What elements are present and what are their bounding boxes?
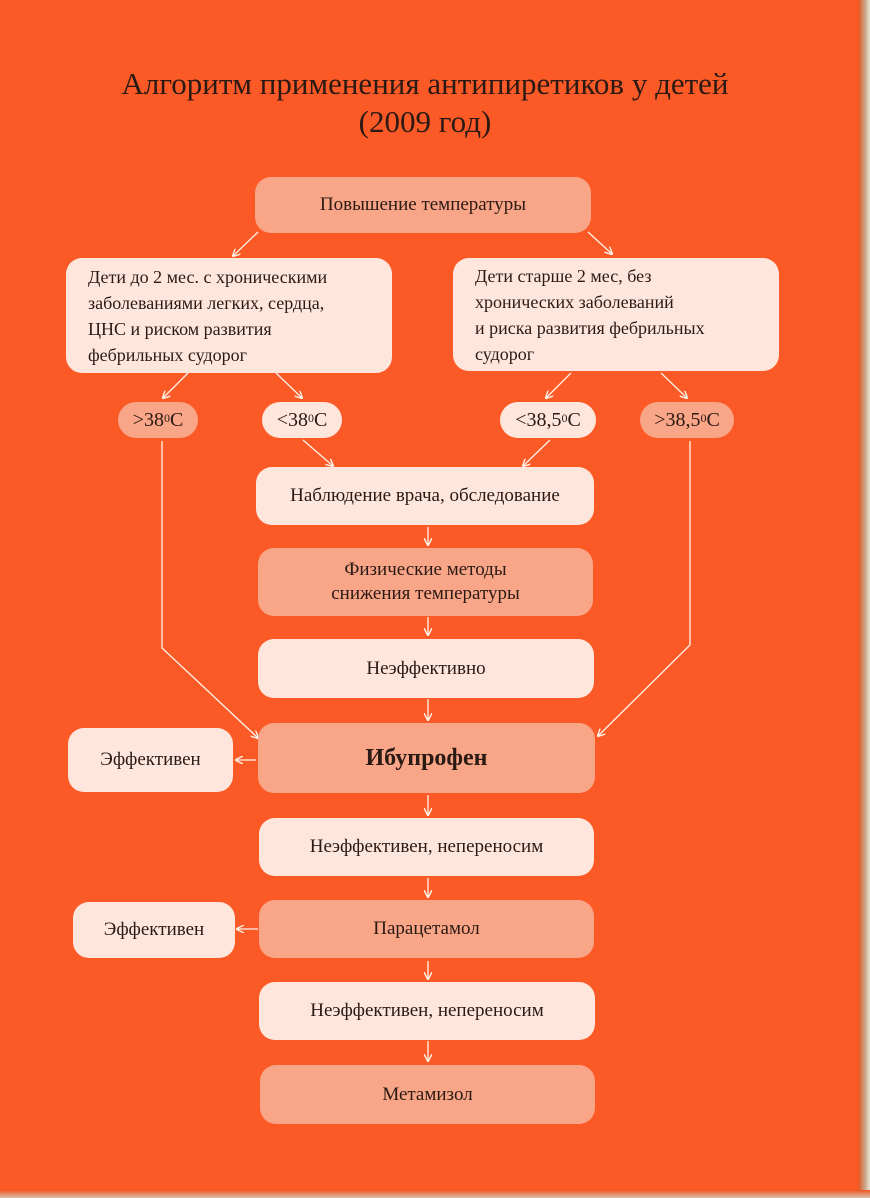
arrow-left-to-high [163, 372, 189, 398]
diagram-title-line-2: (2009 год) [358, 104, 492, 139]
diagram-title-line-1: Алгоритм применения антипиретиков у дете… [121, 66, 729, 101]
group-left-line-1: Дети до 2 мес. с хроническими [88, 266, 328, 287]
threshold-sign: > [654, 408, 666, 431]
node-ineffective-intolerant-2-label: Неэффективен, непереносим [310, 1000, 544, 1021]
degree-mark: 0 [307, 410, 314, 425]
group-left-line-4: фебрильных судорог [88, 344, 248, 365]
degree-mark: 0 [163, 410, 170, 425]
paper-bottom-edge [0, 1190, 870, 1198]
node-observation-label: Наблюдение врача, обследование [290, 485, 560, 506]
node-children-under-2-months: Дети до 2 мес. с хроническими заболевани… [66, 258, 392, 373]
node-ineffective-intolerant-2: Неэффективен, непереносим [259, 982, 595, 1040]
threshold-unit: С [706, 408, 720, 431]
arrow-right-to-low [546, 372, 572, 398]
threshold-unit: С [313, 408, 328, 431]
arrow-right-to-high [660, 372, 687, 398]
group-right-line-1: Дети старше 2 мес, без [475, 265, 652, 286]
node-ineffective: Неэффективно [258, 639, 594, 698]
node-temperature-rise-label: Повышение температуры [319, 194, 527, 215]
arrow-high-right-to-ibuprofen [598, 441, 691, 736]
paper-edge [858, 0, 870, 1198]
arrow-low-right-to-observation [523, 439, 551, 466]
node-metamizole-label: Метамизол [382, 1083, 473, 1105]
threshold-value: 38,5 [526, 408, 562, 431]
node-effective-ibuprofen-label: Эффективен [100, 749, 201, 770]
degree-mark: 0 [561, 410, 568, 425]
node-paracetamol: Парацетамол [259, 900, 594, 958]
node-effective-paracetamol-label: Эффективен [103, 919, 205, 940]
group-left-line-3: ЦНС и риском развития [88, 318, 272, 339]
threshold-value: 38,5 [665, 408, 701, 431]
node-ineffective-intolerant-1-label: Неэффективен, непереносим [309, 836, 544, 857]
node-paracetamol-label: Парацетамол [373, 918, 480, 939]
arrow-start-to-right [587, 231, 612, 254]
arrow-low-to-observation [302, 439, 333, 466]
arrow-high-left-to-ibuprofen [161, 441, 258, 738]
node-effective-ibuprofen: Эффективен [68, 728, 233, 792]
arrow-start-to-left [233, 231, 259, 256]
threshold-sign: < [515, 408, 527, 431]
node-physical-line-1: Физические методы [344, 559, 507, 580]
threshold-value: 38 [143, 408, 164, 431]
node-children-over-2-months: Дети старше 2 мес, без хронических забол… [453, 258, 779, 371]
node-physical-methods: Физические методы снижения температуры [258, 548, 593, 616]
group-right-line-2: хронических заболеваний [475, 291, 674, 312]
node-ineffective-label: Неэффективно [366, 657, 486, 679]
node-metamizole: Метамизол [260, 1065, 595, 1124]
group-left-line-2: заболеваниями легких, сердца, [88, 292, 325, 313]
group-right-line-3: и риска развития фебрильных [475, 317, 705, 338]
node-physical-line-2: снижения температуры [331, 583, 520, 604]
node-ibuprofen: Ибупрофен [258, 723, 595, 793]
node-observation: Наблюдение врача, обследование [256, 467, 594, 525]
arrow-left-to-low [275, 372, 302, 398]
group-right-line-4: судорог [475, 343, 535, 364]
node-ineffective-intolerant-1: Неэффективен, непереносим [259, 818, 594, 876]
degree-mark: 0 [700, 410, 707, 425]
node-effective-paracetamol: Эффективен [73, 902, 235, 958]
threshold-unit: С [169, 408, 184, 431]
threshold-unit: С [567, 408, 581, 431]
node-ibuprofen-label: Ибупрофен [365, 745, 488, 771]
threshold-sign: > [132, 408, 144, 431]
threshold-sign: < [276, 408, 288, 431]
node-temperature-rise: Повышение температуры [255, 177, 591, 233]
threshold-value: 38 [287, 408, 308, 431]
